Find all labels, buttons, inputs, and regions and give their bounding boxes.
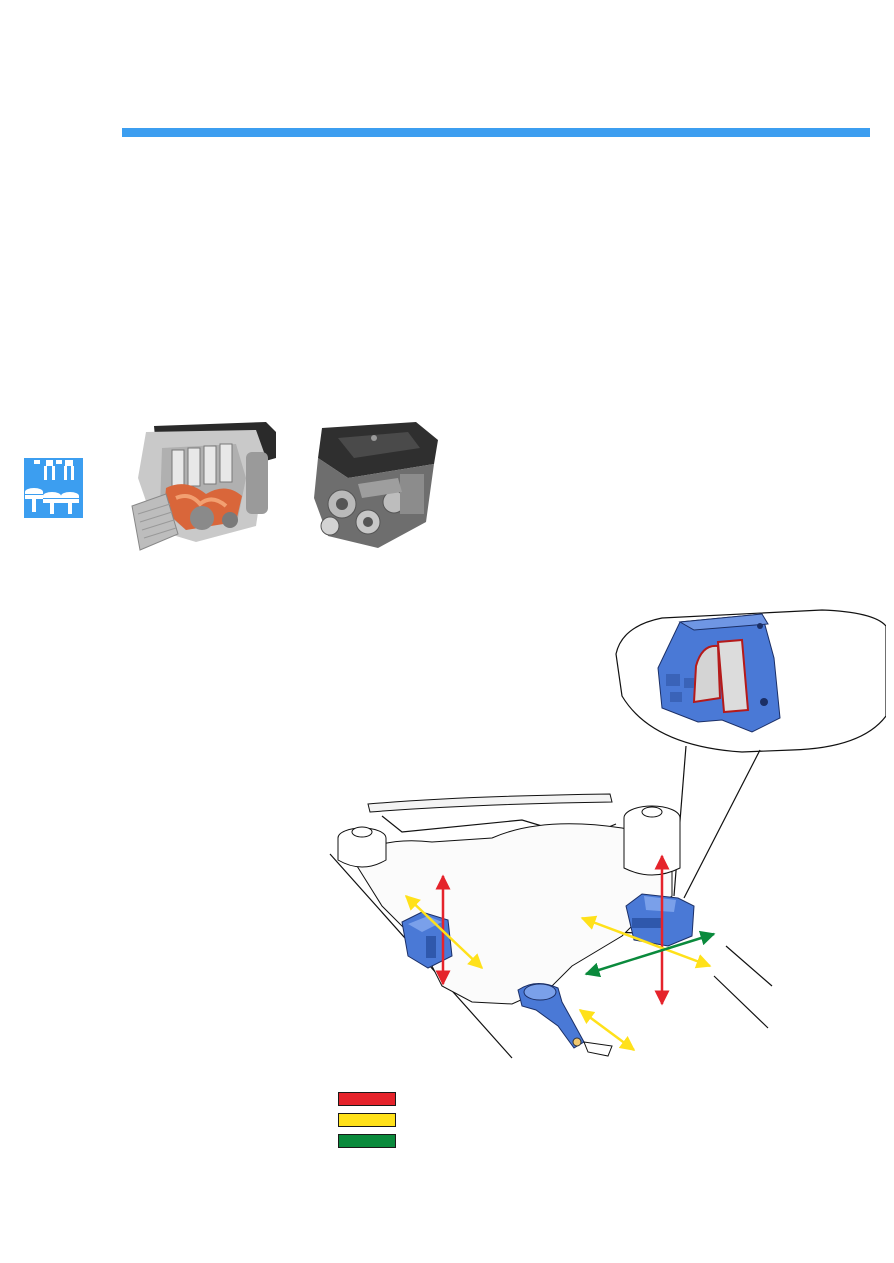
- engine-mount-diagram: [329, 609, 886, 1059]
- legend-swatch-red: [338, 1092, 396, 1106]
- mount-detail-callout: [615, 609, 886, 899]
- force-legend: [338, 1092, 396, 1155]
- engine-assembled-image: [314, 422, 438, 548]
- legend-swatch-yellow: [338, 1113, 396, 1127]
- left-strut-tower: [337, 826, 387, 868]
- engine-cutaway-image: [131, 422, 276, 551]
- left-engine-mount: [401, 911, 453, 969]
- legend-swatch-green: [338, 1134, 396, 1148]
- right-strut-tower: [623, 805, 681, 876]
- header-rule: [122, 128, 870, 137]
- engine-pistons-icon: [24, 458, 83, 518]
- pendulum-support: [517, 983, 613, 1057]
